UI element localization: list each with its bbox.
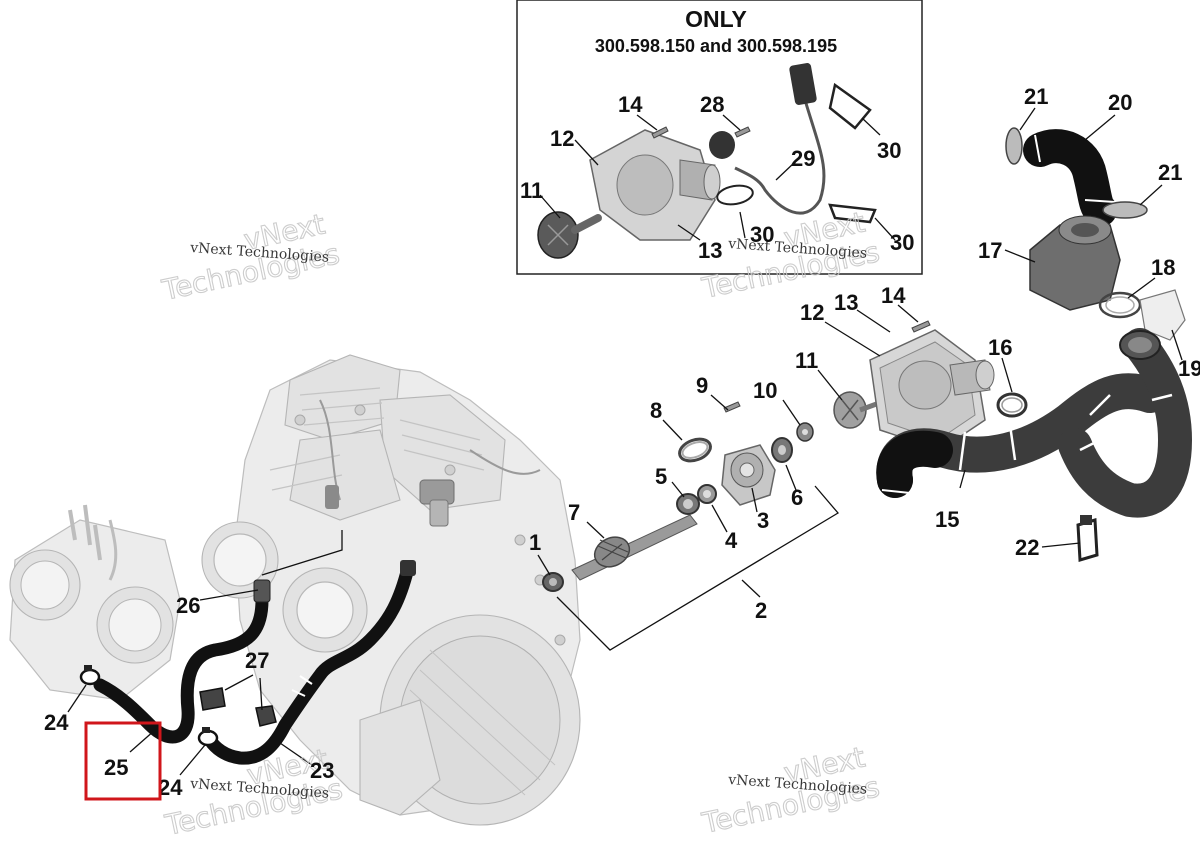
- callout-19[interactable]: 19: [1178, 356, 1200, 381]
- pump-shaft-assembly: [542, 401, 839, 651]
- callout-inset-30b[interactable]: 30: [890, 230, 914, 255]
- callout-3[interactable]: 3: [757, 508, 769, 533]
- callout-16[interactable]: 16: [988, 335, 1012, 360]
- callout-8[interactable]: 8: [650, 398, 662, 423]
- callout-10[interactable]: 10: [753, 378, 777, 403]
- callout-7[interactable]: 7: [568, 500, 580, 525]
- radiator-hose: [876, 328, 1192, 562]
- callout-18[interactable]: 18: [1151, 255, 1175, 280]
- callout-inset-29[interactable]: 29: [791, 146, 815, 171]
- callout-21b[interactable]: 21: [1158, 160, 1182, 185]
- callout-2[interactable]: 2: [755, 598, 767, 623]
- inset-box: ONLY 300.598.150 and 300.598.195: [516, 0, 923, 275]
- callout-14[interactable]: 14: [881, 283, 906, 308]
- callout-1[interactable]: 1: [529, 530, 541, 555]
- callout-inset-28[interactable]: 28: [700, 92, 724, 117]
- callout-9[interactable]: 9: [696, 373, 708, 398]
- inset-subtitle: 300.598.150 and 300.598.195: [595, 36, 837, 56]
- callout-inset-11[interactable]: 11: [520, 178, 543, 203]
- callout-inset-13[interactable]: 13: [698, 238, 722, 263]
- callout-11[interactable]: 11: [795, 348, 818, 373]
- callout-inset-30c[interactable]: 30: [750, 222, 774, 247]
- highlight-box: [84, 721, 162, 801]
- coolant-hoses-lower: [79, 560, 416, 765]
- callout-12[interactable]: 12: [800, 300, 824, 325]
- callout-6[interactable]: 6: [791, 485, 803, 510]
- water-pump-housing: [833, 320, 1028, 451]
- leader-lines: [67, 107, 1183, 776]
- callout-15[interactable]: 15: [935, 507, 959, 532]
- callout-17[interactable]: 17: [978, 238, 1002, 263]
- callout-13[interactable]: 13: [834, 290, 858, 315]
- callout-inset-30a[interactable]: 30: [877, 138, 901, 163]
- callout-23[interactable]: 23: [310, 758, 334, 783]
- thermostat-assembly: [1005, 127, 1186, 341]
- callout-5[interactable]: 5: [655, 464, 667, 489]
- callout-inset-12[interactable]: 12: [550, 126, 574, 151]
- callout-4[interactable]: 4: [725, 528, 738, 553]
- inset-title: ONLY: [685, 6, 747, 32]
- callout-22[interactable]: 22: [1015, 535, 1039, 560]
- callout-numbers: 1 2 3 4 5 6 7 8 9 10 11 12 13 14 15 16 1…: [44, 84, 1200, 800]
- callout-24[interactable]: 24: [44, 710, 69, 735]
- callout-20[interactable]: 20: [1108, 90, 1132, 115]
- callout-21[interactable]: 21: [1024, 84, 1048, 109]
- callout-27[interactable]: 27: [245, 648, 269, 673]
- callout-inset-14[interactable]: 14: [618, 92, 643, 117]
- callout-24b[interactable]: 24: [158, 775, 183, 800]
- callout-26[interactable]: 26: [176, 593, 200, 618]
- throttle-body-ghost: [9, 504, 181, 701]
- callout-25[interactable]: 25: [104, 755, 128, 780]
